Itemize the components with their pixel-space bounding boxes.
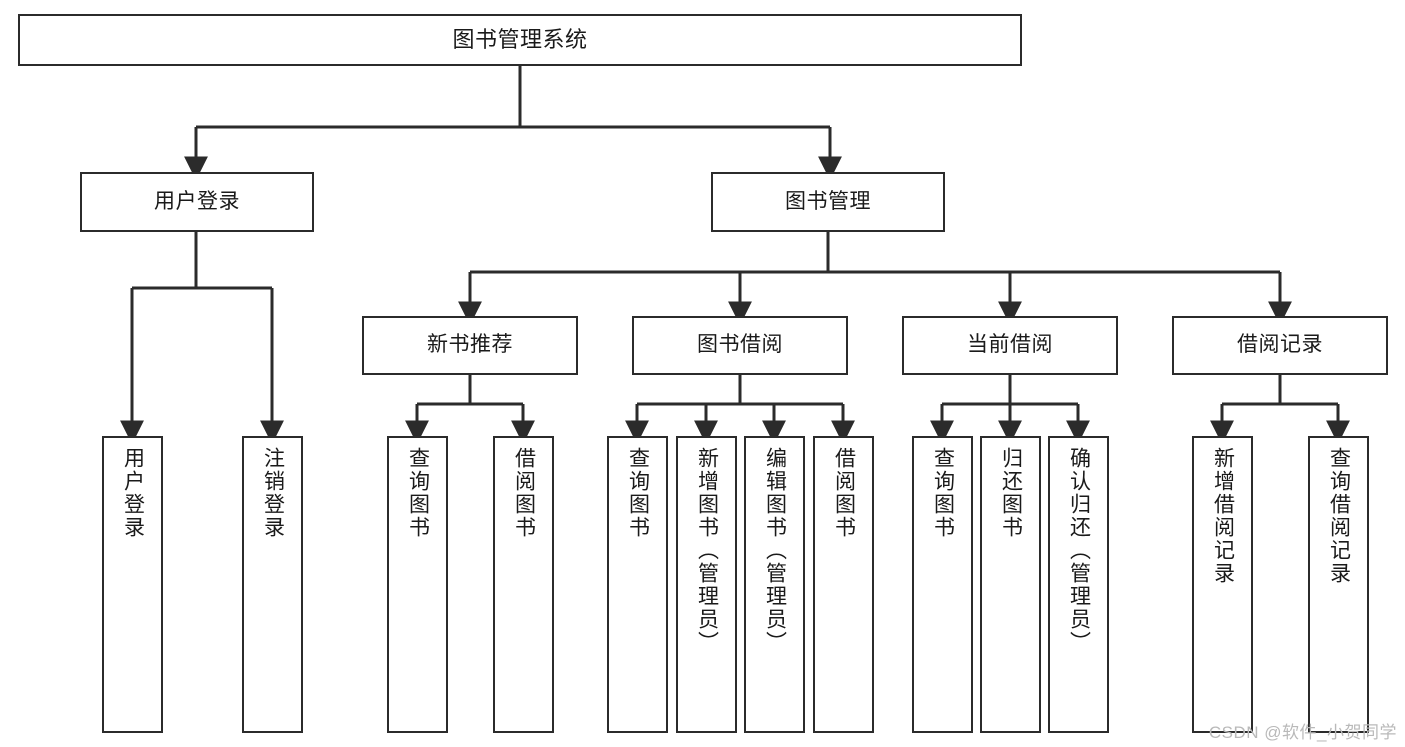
node-label: 注销登录 (261, 447, 285, 539)
node-label: 借阅图书 (512, 447, 536, 539)
node-user-login[interactable]: 用户登录 (80, 172, 314, 232)
node-label: 编辑图书（管理员） (763, 447, 787, 654)
node-leaf-query-borrow-record[interactable]: 查询借阅记录 (1308, 436, 1369, 733)
node-label: 用户登录 (121, 447, 145, 539)
node-new-book-recommend[interactable]: 新书推荐 (362, 316, 578, 375)
node-label: 新增借阅记录 (1211, 447, 1235, 585)
node-root-system[interactable]: 图书管理系统 (18, 14, 1022, 66)
node-leaf-logout[interactable]: 注销登录 (242, 436, 303, 733)
node-label: 借阅图书 (832, 447, 856, 539)
node-label: 确认归还（管理员） (1067, 447, 1091, 654)
node-label: 图书管理系统 (452, 27, 588, 53)
node-label: 查询图书 (626, 447, 650, 539)
node-label: 查询借阅记录 (1327, 447, 1351, 585)
node-label: 借阅记录 (1237, 333, 1323, 357)
node-leaf-add-borrow-record[interactable]: 新增借阅记录 (1192, 436, 1253, 733)
node-leaf-borrow-book[interactable]: 借阅图书 (813, 436, 874, 733)
node-leaf-query-book-rec[interactable]: 查询图书 (387, 436, 448, 733)
node-label: 新增图书（管理员） (695, 447, 719, 654)
node-label: 查询图书 (931, 447, 955, 539)
node-leaf-add-book[interactable]: 新增图书（管理员） (676, 436, 737, 733)
node-leaf-edit-book[interactable]: 编辑图书（管理员） (744, 436, 805, 733)
node-label: 查询图书 (406, 447, 430, 539)
node-leaf-borrow-book-rec[interactable]: 借阅图书 (493, 436, 554, 733)
csdn-watermark: CSDN @软件_小贺同学 (1208, 723, 1397, 742)
node-leaf-query-book-current[interactable]: 查询图书 (912, 436, 973, 733)
node-current-borrow[interactable]: 当前借阅 (902, 316, 1118, 375)
node-leaf-confirm-return[interactable]: 确认归还（管理员） (1048, 436, 1109, 733)
node-label: 当前借阅 (967, 333, 1053, 357)
node-book-manage[interactable]: 图书管理 (711, 172, 945, 232)
node-leaf-query-book-borrow[interactable]: 查询图书 (607, 436, 668, 733)
node-book-borrow[interactable]: 图书借阅 (632, 316, 848, 375)
node-leaf-return-book[interactable]: 归还图书 (980, 436, 1041, 733)
node-label: 新书推荐 (427, 333, 513, 357)
node-borrow-record[interactable]: 借阅记录 (1172, 316, 1388, 375)
node-label: 归还图书 (999, 447, 1023, 539)
node-label: 图书借阅 (697, 333, 783, 357)
node-leaf-user-login[interactable]: 用户登录 (102, 436, 163, 733)
node-label: 图书管理 (785, 189, 871, 213)
node-label: 用户登录 (154, 189, 240, 213)
